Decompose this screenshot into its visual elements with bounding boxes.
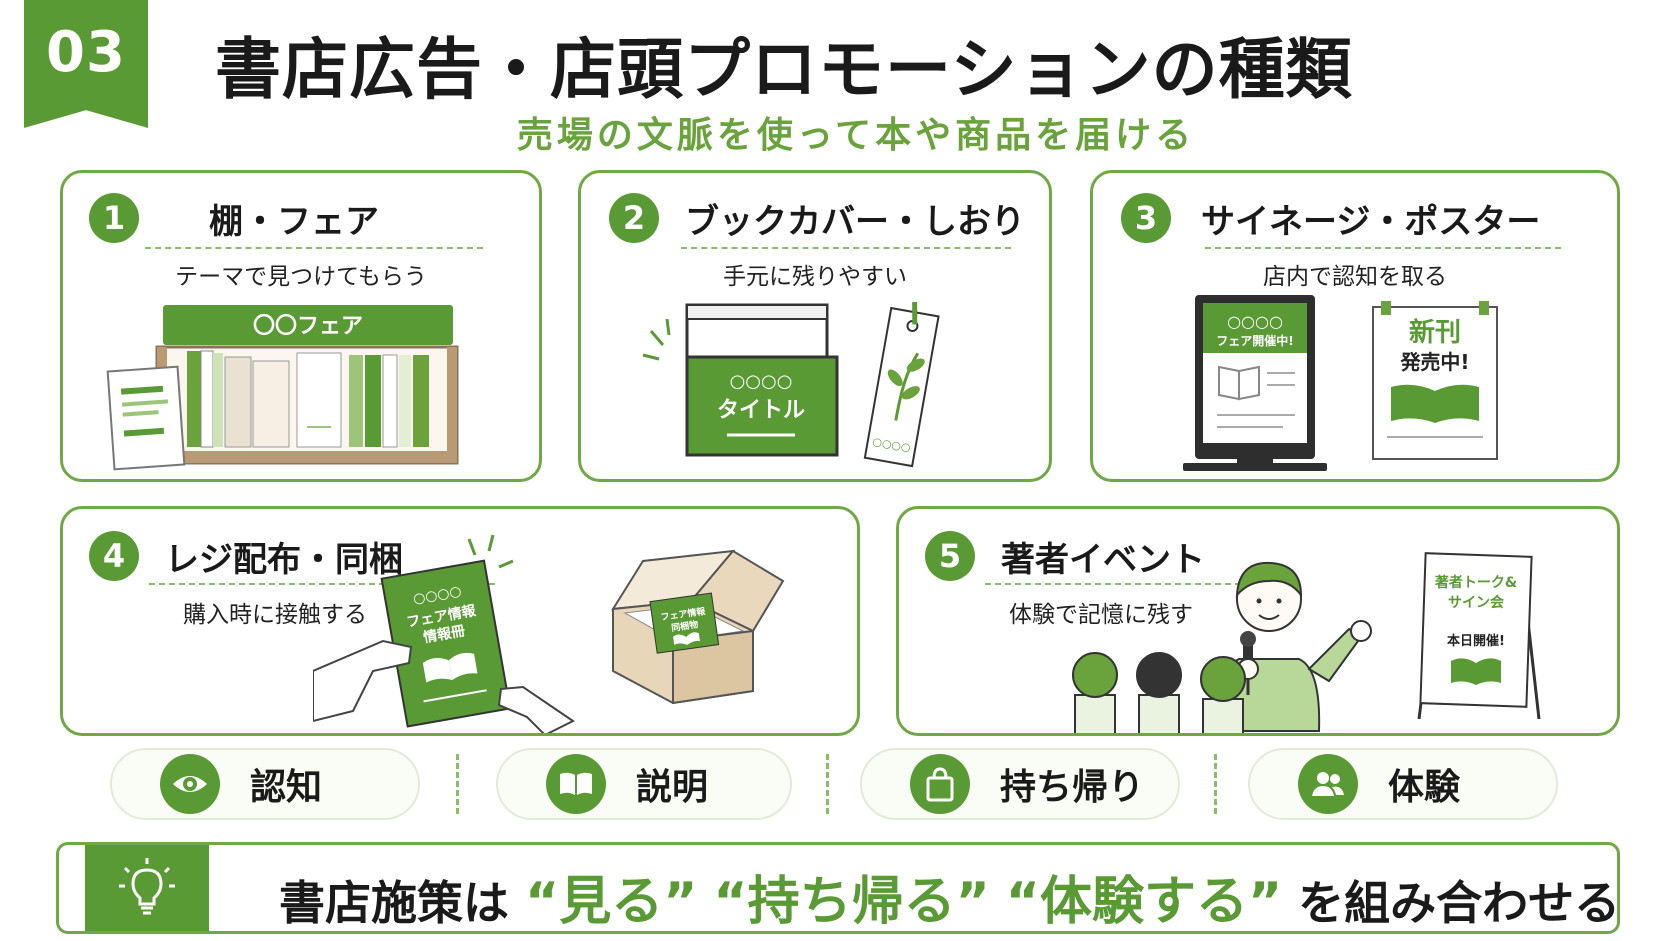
category-label: 認知 xyxy=(250,767,323,808)
card-header: 1 棚・フェア xyxy=(89,193,379,243)
card-register-insert: 4 レジ配布・同梱 購入時に接触する ○○○○ フェア情報 情報冊 フェア情報 … xyxy=(60,506,860,736)
category-awareness: 認知 xyxy=(110,748,420,820)
summary-banner: 書店施策は “見る” “持ち帰る” “体験する” を組み合わせる xyxy=(56,842,1620,934)
shopping-bag-icon xyxy=(910,754,970,814)
fair-banner-text: 〇〇フェア xyxy=(253,314,363,339)
category-experience: 体験 xyxy=(1248,748,1558,820)
card-divider xyxy=(145,247,483,249)
board-line2: サイン会 xyxy=(1448,594,1505,611)
category-label: 体験 xyxy=(1388,767,1461,808)
cover-dots: ○○○○ xyxy=(730,371,793,392)
card-divider xyxy=(681,247,1011,249)
section-number-ribbon: 03 xyxy=(24,0,148,128)
lightbulb-icon xyxy=(85,845,209,931)
board-line1: 著者トーク& xyxy=(1434,574,1517,591)
card-bookcover-bookmark: 2 ブックカバー・しおり 手元に残りやすい ○○○○ タイトル ○○○○ xyxy=(578,170,1052,482)
cover-title-text: タイトル xyxy=(717,398,805,423)
card-title: サイネージ・ポスター xyxy=(1201,201,1541,242)
card-signage-poster: 3 サイネージ・ポスター 店内で認知を取る ○○○○ フェア開催中! 新刊 発売… xyxy=(1090,170,1620,482)
card-header: 2 ブックカバー・しおり xyxy=(609,193,1025,243)
section-number: 03 xyxy=(46,20,126,85)
author-event-illustration: 著者トーク& サイン会 本日開催! xyxy=(1072,552,1541,733)
card-subtitle: 手元に残りやすい xyxy=(723,264,907,290)
category-separator xyxy=(1214,754,1217,814)
card-subtitle: 体験で記憶に残す xyxy=(1009,602,1193,628)
people-icon xyxy=(1298,754,1358,814)
card-divider xyxy=(1205,247,1561,249)
card-number: 1 xyxy=(89,193,139,243)
card-number: 4 xyxy=(89,531,139,581)
summary-prefix: 書店施策は xyxy=(279,876,509,930)
card-number: 2 xyxy=(609,193,659,243)
card-header: 4 レジ配布・同梱 xyxy=(89,531,403,581)
card-header: 5 著者イベント xyxy=(925,531,1205,581)
summary-suffix: を組み合わせる xyxy=(1298,876,1620,930)
category-take-home: 持ち帰り xyxy=(860,748,1180,820)
book-icon xyxy=(546,754,606,814)
summary-text: 書店施策は “見る” “持ち帰る” “体験する” を組み合わせる xyxy=(279,859,1620,932)
card-divider xyxy=(149,583,495,585)
screen-text: フェア開催中! xyxy=(1216,333,1293,348)
card-title: レジ配布・同梱 xyxy=(165,539,403,580)
board-line3: 本日開催! xyxy=(1447,633,1505,649)
category-separator xyxy=(826,754,829,814)
summary-word-take-home: “持ち帰る” xyxy=(713,872,990,932)
card-subtitle: 購入時に接触する xyxy=(183,602,367,628)
card-title: 棚・フェア xyxy=(209,201,379,242)
card-subtitle: テーマで見つけてもらう xyxy=(175,264,427,290)
card-number: 3 xyxy=(1121,193,1171,243)
flyer-box-illustration: ○○○○ フェア情報 情報冊 フェア情報 同梱物 xyxy=(313,534,785,733)
card-header: 3 サイネージ・ポスター xyxy=(1121,193,1540,243)
poster-new-text: 新刊 xyxy=(1409,317,1461,348)
eye-icon xyxy=(160,754,220,814)
poster-sale-text: 発売中! xyxy=(1399,350,1469,374)
summary-word-experience: “体験する” xyxy=(1005,872,1283,932)
bookcover-illustration: ○○○○ タイトル ○○○○ xyxy=(642,302,940,468)
box-line2: 同梱物 xyxy=(670,618,698,634)
card-subtitle: 店内で認知を取る xyxy=(1263,264,1447,290)
card-shelf-fair: 1 棚・フェア テーマで見つけてもらう 〇〇フェア xyxy=(60,170,542,482)
card-author-event: 5 著者イベント 体験で記憶に残す 著者トーク& サイン会 本日開催! xyxy=(896,506,1620,736)
category-label: 説明 xyxy=(636,767,709,808)
signage-poster-illustration: ○○○○ フェア開催中! 新刊 発売中! xyxy=(1183,295,1498,471)
category-label: 持ち帰り xyxy=(1000,767,1145,808)
card-title: ブックカバー・しおり xyxy=(685,201,1025,242)
category-separator xyxy=(456,754,459,814)
card-title: 著者イベント xyxy=(1001,539,1205,580)
page-title: 書店広告・店頭プロモーションの種類 xyxy=(215,31,1353,108)
page-subtitle: 売場の文脈を使って本や商品を届ける xyxy=(516,115,1196,156)
screen-dots: ○○○○ xyxy=(1227,312,1283,331)
bookshelf-illustration: 〇〇フェア xyxy=(106,305,459,471)
summary-word-see: “見る” xyxy=(525,872,698,932)
category-explanation: 説明 xyxy=(496,748,792,820)
card-number: 5 xyxy=(925,531,975,581)
card-divider xyxy=(985,583,1241,585)
